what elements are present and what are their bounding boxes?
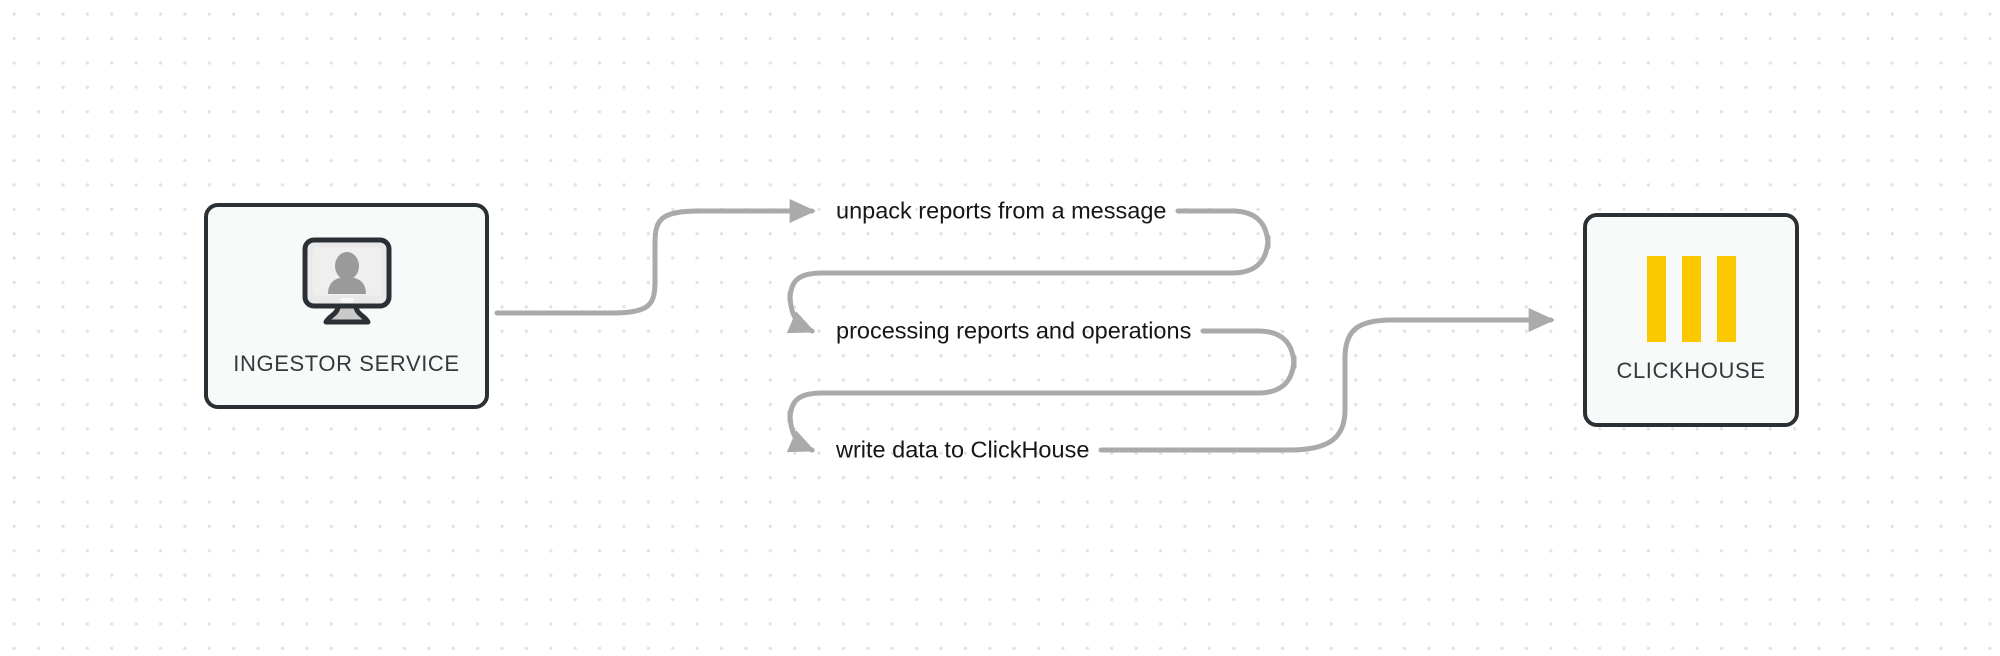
edge-label-processing-reports: processing reports and operations [836, 317, 1192, 344]
node-clickhouse[interactable]: CLICKHOUSE [1583, 213, 1799, 427]
node-label-clickhouse: CLICKHOUSE [1616, 358, 1766, 383]
monitor-user-icon [295, 236, 399, 333]
node-ingestor-service[interactable]: INGESTOR SERVICE [204, 203, 489, 409]
node-label-ingestor-service: INGESTOR SERVICE [233, 350, 460, 376]
edge-segment-ingestor-to-row0 [494, 199, 816, 316]
edge-label-write-data: write data to ClickHouse [836, 436, 1090, 463]
edge-segment-row0-to-row1 [786, 208, 1271, 334]
edge-segment-row1-to-row2 [786, 328, 1297, 453]
clickhouse-bar-1 [1646, 256, 1666, 342]
clickhouse-bar-2 [1681, 256, 1701, 342]
clickhouse-bars-icon [1646, 256, 1736, 342]
edge-label-unpack-reports: unpack reports from a message [836, 197, 1167, 224]
clickhouse-bar-3 [1716, 256, 1736, 342]
